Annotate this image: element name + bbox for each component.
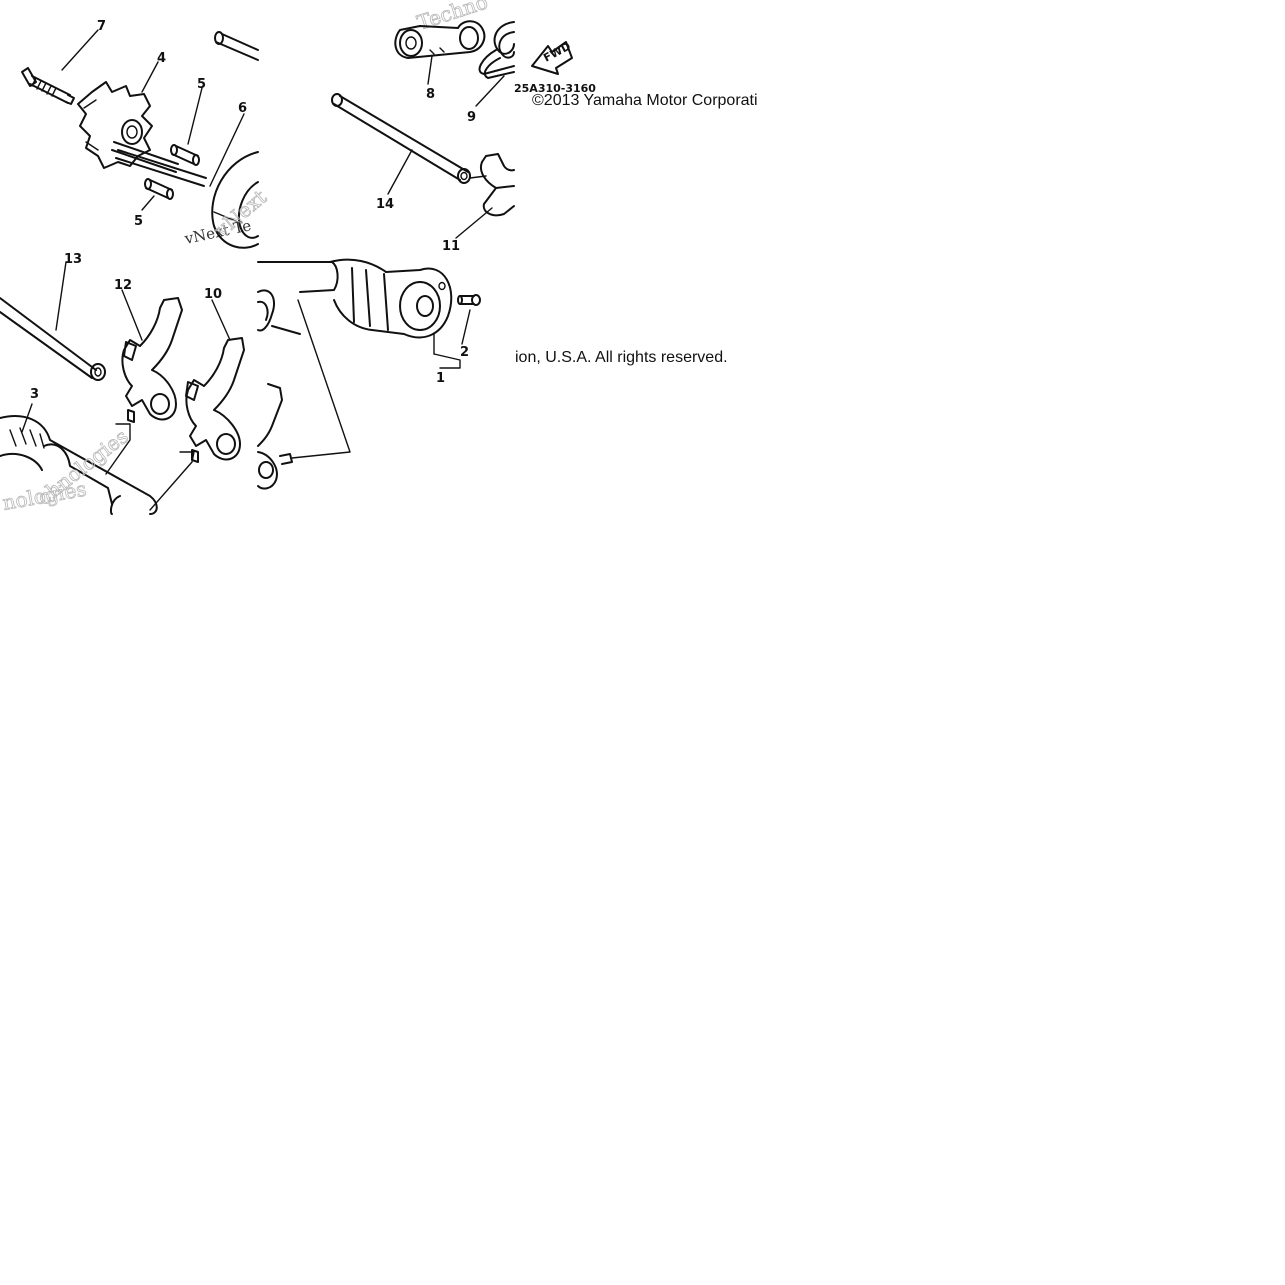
callout-10: 10	[204, 287, 222, 302]
pin-part-2	[457, 294, 481, 306]
callout-2: 2	[460, 345, 469, 360]
shift-fork-lower	[257, 383, 293, 490]
callout-9: 9	[467, 110, 476, 125]
callout-8: 8	[426, 87, 435, 102]
part-code-text: 25A310-3160	[514, 82, 596, 95]
stopper-lever-part-8	[394, 20, 486, 59]
copyright-fragment-1: ©2013 Yamaha Motor Corporati	[532, 92, 758, 109]
shift-fork-part-11	[469, 153, 515, 217]
callout-1: 1	[436, 371, 445, 386]
callout-14: 14	[376, 197, 394, 212]
guide-bar-part-14	[331, 93, 471, 184]
callout-7: 7	[97, 19, 106, 34]
watermark-text-1: Techno	[414, 0, 491, 35]
spring-part-9	[478, 21, 515, 79]
shift-cam-segment-part-4	[77, 81, 153, 169]
shift-fork-part-12	[121, 297, 183, 423]
dowel-pin-part-5-top	[170, 144, 200, 166]
callout-5-upper: 5	[197, 77, 206, 92]
fwd-arrow-icon: FWD	[531, 40, 573, 75]
shift-drum-part-3	[0, 415, 158, 515]
shift-fork-part-10	[185, 337, 245, 463]
callout-4: 4	[157, 51, 166, 66]
callout-12: 12	[114, 278, 132, 293]
tile-bottom-middle: 2 1	[257, 258, 481, 490]
bolt-part-7	[21, 67, 75, 105]
callout-3: 3	[30, 387, 39, 402]
tile-top-middle: Techno	[331, 0, 515, 254]
dowel-pin-part-5-bottom	[144, 178, 174, 200]
tile-top-right: FWD 25A310-3160	[514, 40, 596, 95]
tile-top-left: 7 4 5 6 5 vNext Te vNext	[21, 19, 272, 249]
callout-5-lower: 5	[134, 214, 143, 229]
callout-13: 13	[64, 252, 82, 267]
bearing-part-6	[211, 151, 259, 249]
callout-6: 6	[238, 101, 247, 116]
callout-11: 11	[442, 239, 460, 254]
guide-bar-part-13	[0, 297, 106, 381]
copyright-fragment-2: ion, U.S.A. All rights reserved.	[515, 349, 728, 366]
tile-bottom-left: 13 12 10 3 nologies chnologies	[0, 252, 245, 515]
shift-drum-assembly-part-1	[257, 258, 453, 339]
